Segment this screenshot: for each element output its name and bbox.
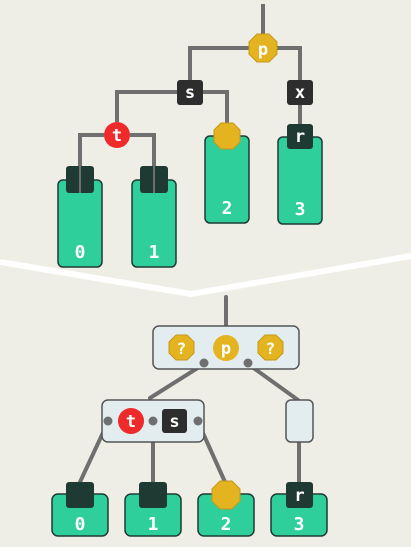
bottom-left-group: t s — [101, 399, 205, 443]
bottom-right-group — [285, 399, 314, 443]
port-dot — [148, 416, 158, 426]
edge-s-hole — [203, 90, 229, 123]
top-node-s: s — [177, 80, 203, 105]
port-dot — [193, 416, 203, 426]
bottom-leaf-0-cap — [66, 482, 94, 508]
root-group-q-left: ? — [177, 339, 187, 358]
left-group-s-node — [162, 409, 187, 433]
bottom-leaf-2-label: 2 — [221, 514, 232, 535]
bottom-root-group: ? p ? — [152, 325, 300, 370]
top-leaf-3-label: 3 — [295, 199, 306, 220]
bottom-leaf-0: 0 — [51, 482, 109, 537]
bottom-leaf-1-cap — [139, 482, 167, 508]
edge-p-x — [276, 46, 302, 80]
top-leaf-3: 3 — [277, 136, 323, 225]
p-octagon-icon — [248, 33, 278, 63]
top-leaf-0: 0 — [57, 166, 103, 268]
hole-octagon-icon — [211, 480, 241, 510]
top-node-p-label: p — [258, 40, 268, 60]
bottom-node-r — [286, 482, 313, 508]
bottom-edges — [78, 295, 301, 484]
hole-octagon-icon — [213, 122, 241, 150]
bottom-node-r-label: r — [294, 486, 304, 506]
edge-t-1 — [130, 133, 156, 167]
top-leaf-1: 1 — [131, 166, 177, 268]
top-node-t: t — [104, 122, 130, 148]
bottom-leaf-1-label: 1 — [148, 514, 159, 535]
bottom-leaf-0-label: 0 — [75, 514, 86, 535]
left-group-s: s — [169, 412, 179, 432]
edge-s-t — [115, 90, 177, 122]
bottom-leaf-1: 1 — [124, 482, 182, 537]
edge-group-right — [246, 362, 300, 402]
port-dot — [199, 358, 209, 368]
top-leaf-1-label: 1 — [149, 242, 160, 263]
bottom-leaf-2: 2 — [197, 480, 255, 537]
bottom-leaf-3-label: 3 — [294, 514, 305, 535]
root-group-p: p — [221, 339, 231, 359]
port-dot — [103, 416, 113, 426]
question-octagon-icon — [168, 334, 195, 361]
top-node-r: r — [287, 124, 313, 149]
top-node-s-label: s — [185, 83, 195, 103]
root-group-q-right: ? — [266, 339, 276, 358]
section-divider — [0, 253, 411, 298]
top-leaf-0-label: 0 — [75, 242, 86, 263]
top-node-t-label: t — [112, 126, 122, 146]
top-node-r-label: r — [295, 127, 305, 147]
p-circle-icon — [213, 335, 239, 361]
top-node-p: p — [248, 33, 278, 63]
top-node-x: x — [287, 80, 313, 105]
top-node-x-label: x — [295, 83, 305, 103]
bottom-leaf-3: r 3 — [270, 482, 328, 537]
left-group-t-node — [118, 408, 144, 434]
question-octagon-icon — [257, 334, 284, 361]
edge-p-s — [188, 46, 250, 80]
port-dot — [243, 358, 253, 368]
top-tree — [78, 4, 302, 167]
left-group-t: t — [126, 412, 136, 432]
top-leaf-2: 2 — [204, 122, 250, 224]
top-leaf-2-label: 2 — [222, 198, 233, 219]
edge-t-0 — [78, 133, 104, 167]
